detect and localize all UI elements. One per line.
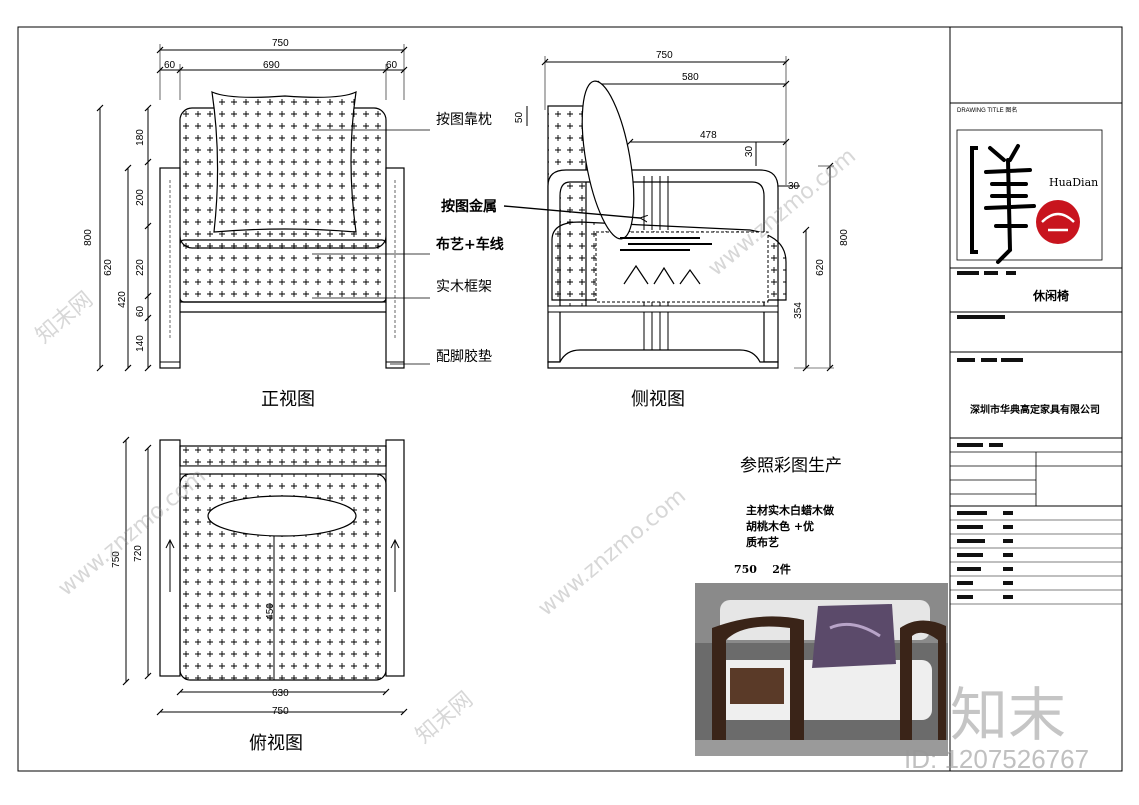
front-dim-h-total: 800 <box>82 229 94 246</box>
top-view-title: 俯视图 <box>249 733 303 754</box>
front-view <box>96 44 430 372</box>
product-name: 休闲椅 <box>1033 289 1070 303</box>
callout-pillow: 按图靠枕 <box>436 112 492 128</box>
top-dim-d-450: 450 <box>264 603 276 620</box>
side-dim-580: 580 <box>682 72 699 83</box>
side-dim-h-seat: 620 <box>814 259 826 276</box>
front-dim-side-left: 60 <box>164 60 176 71</box>
note-reference: 参照彩图生产 <box>740 456 842 476</box>
side-dim-h-total: 800 <box>838 229 850 246</box>
front-dim-inner-width: 690 <box>263 60 280 71</box>
huadian-logo <box>970 144 1080 264</box>
note-spec-qty: 750 2件 <box>734 563 791 576</box>
drawing-title-label-cn: 图名 <box>1005 108 1018 114</box>
top-dim-d-720: 720 <box>132 545 144 562</box>
callout-frame: 实木框架 <box>436 279 492 295</box>
front-dim-overall-width: 750 <box>272 38 289 49</box>
note-spec-2: 胡桃木色 +优 <box>746 520 815 533</box>
front-dim-60: 60 <box>135 305 147 318</box>
front-dim-side-right: 60 <box>386 60 398 71</box>
note-spec-3: 质布艺 <box>746 536 779 549</box>
front-dim-140: 140 <box>134 335 146 352</box>
side-dim-top-50: 50 <box>514 111 526 124</box>
logo-wordmark: HuaDian <box>1049 176 1099 189</box>
front-dim-200: 200 <box>134 189 146 206</box>
title-block-lines <box>950 102 1122 605</box>
watermark-brand: 知末 <box>950 681 1067 749</box>
outer-border <box>17 26 1123 772</box>
callout-fabric: 布艺+车线 <box>436 237 504 253</box>
front-view-title: 正视图 <box>261 389 315 410</box>
side-dim-h-354: 354 <box>792 302 804 319</box>
top-view <box>122 436 408 716</box>
side-dim-arm-30b: 30 <box>788 181 800 192</box>
top-dim-inner-width: 630 <box>272 688 289 699</box>
side-dim-overall-depth: 750 <box>656 50 673 61</box>
logo-frame <box>956 129 1103 261</box>
callout-metal: 按图金属 <box>441 199 497 215</box>
front-dim-h-seat: 620 <box>102 259 114 276</box>
note-spec-1: 主材实木白蜡木做 <box>746 504 834 517</box>
title-block-bars <box>957 271 1023 599</box>
front-dim-180: 180 <box>134 129 146 146</box>
side-dim-478: 478 <box>700 130 717 141</box>
side-view-title: 侧视图 <box>631 389 685 410</box>
callout-foot-pad: 配脚胶垫 <box>436 349 492 365</box>
front-dim-h-arm: 420 <box>116 291 128 308</box>
side-dim-arm-30a: 30 <box>744 145 756 158</box>
front-dim-220: 220 <box>134 259 146 276</box>
reference-photo <box>695 583 948 756</box>
drawing-title-label-en: DRAWING TITLE <box>957 108 1004 114</box>
side-view <box>503 56 834 372</box>
company-name: 深圳市华典高定家具有限公司 <box>970 405 1100 416</box>
top-dim-overall-width: 750 <box>272 706 289 717</box>
watermark-id: ID: 1207526767 <box>904 744 1090 774</box>
drawing-title-label: DRAWING TITLE 图名 <box>957 105 1017 114</box>
